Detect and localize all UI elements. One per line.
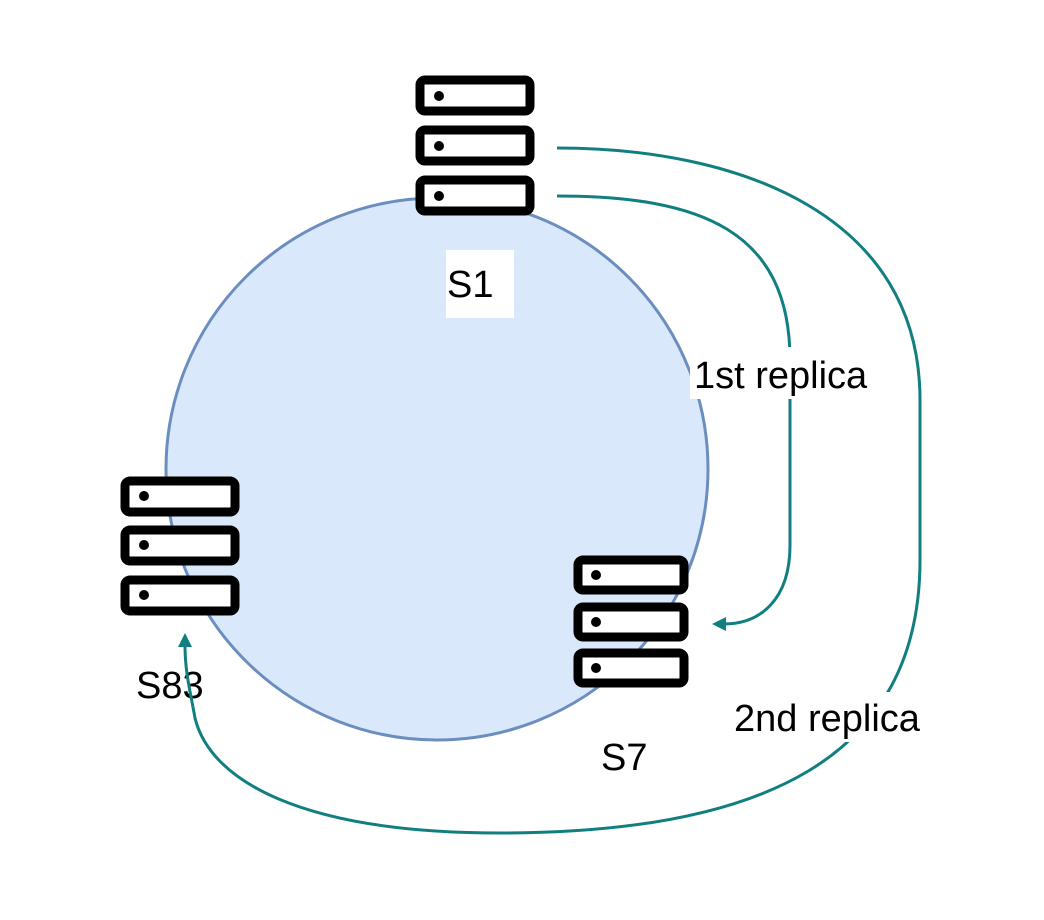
- server-label-s1: S1: [447, 264, 493, 306]
- server-rack-icon: [120, 476, 240, 616]
- rack-led: [434, 141, 444, 151]
- rack-unit: [120, 525, 240, 566]
- rack-unit: [415, 175, 535, 216]
- server-s1[interactable]: S1: [415, 75, 535, 318]
- rack-led: [139, 590, 149, 600]
- server-label-s7: S7: [601, 737, 647, 779]
- rack-led: [139, 540, 149, 550]
- server-s83[interactable]: S83: [120, 476, 240, 707]
- edge-replica-1[interactable]: 1st replica: [556, 194, 892, 631]
- edge-replica-2[interactable]: 2nd replica: [178, 146, 952, 835]
- edge-label-replica-1: 1st replica: [694, 355, 868, 397]
- rack-led: [434, 91, 444, 101]
- rack-led: [591, 617, 601, 627]
- rack-led: [591, 570, 601, 580]
- server-rack-icon: [415, 75, 535, 216]
- rack-led: [591, 663, 601, 673]
- edge-label-bg: [730, 692, 952, 742]
- rack-unit: [573, 555, 689, 595]
- edge-label-replica-2: 2nd replica: [734, 698, 921, 740]
- rack-unit: [573, 648, 689, 688]
- server-label-s83: S83: [136, 665, 204, 707]
- rack-unit: [415, 125, 535, 166]
- replica-1-connector: [556, 194, 792, 631]
- server-s7[interactable]: S7: [573, 555, 689, 779]
- rack-unit: [120, 575, 240, 616]
- rack-led: [434, 191, 444, 201]
- replica-2-connector: [178, 146, 922, 835]
- rack-led: [139, 491, 149, 501]
- server-label-bg: [446, 250, 514, 318]
- rack-unit: [120, 476, 240, 517]
- server-rack-icon: [573, 555, 689, 688]
- rack-unit: [415, 75, 535, 116]
- edge-label-bg: [690, 347, 892, 399]
- rack-unit: [573, 602, 689, 642]
